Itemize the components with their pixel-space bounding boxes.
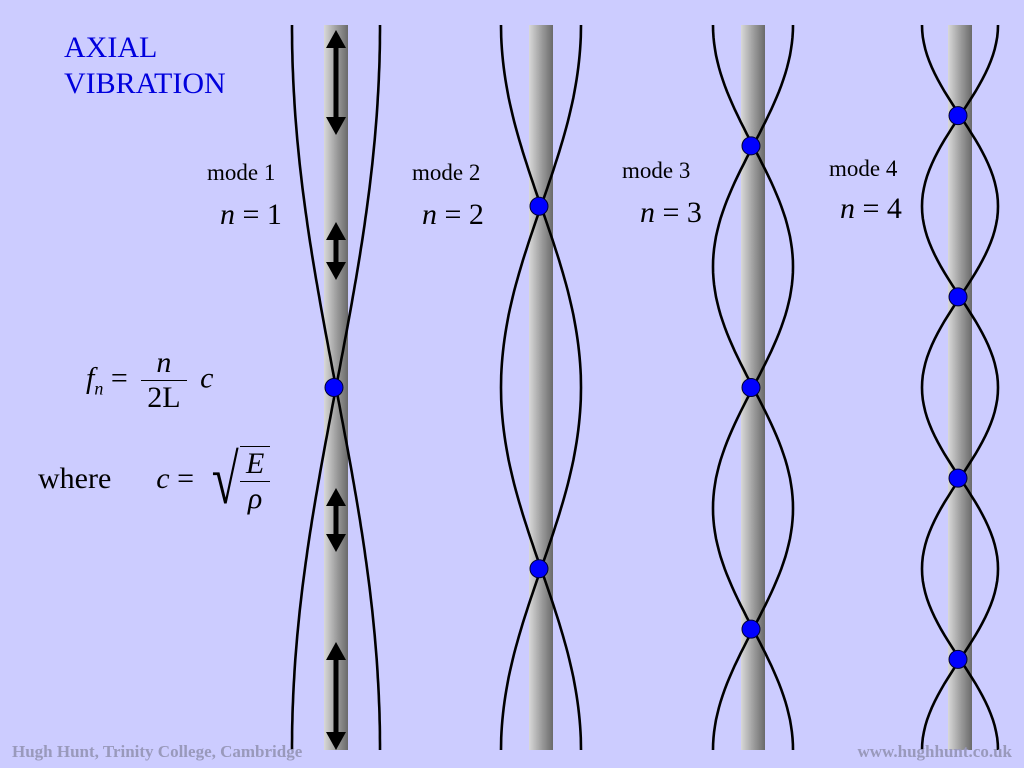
arrow-head-down-4 xyxy=(326,732,346,750)
mode-3-n-value: = 3 xyxy=(655,196,702,229)
formula-numerator: n xyxy=(141,346,187,381)
formula-fraction: n 2L xyxy=(141,346,187,415)
mode-2-n-value: = 2 xyxy=(437,198,484,231)
arrow-head-up-4 xyxy=(326,642,346,660)
mode-2-envelope-left xyxy=(499,24,583,751)
formula-equals: = xyxy=(103,361,128,395)
rod-mode-4 xyxy=(948,25,972,750)
arrow-head-down-1 xyxy=(326,117,346,135)
mode-4-node-1 xyxy=(948,106,968,126)
mode-1-node-1 xyxy=(324,378,344,397)
double-headed-arrow-icon xyxy=(326,488,346,552)
mode-3-label: mode 3 xyxy=(622,158,691,183)
mode-4-n-value: = 4 xyxy=(855,192,902,225)
formula-denominator: 2L xyxy=(147,381,181,414)
mode-2-n: n = 2 xyxy=(422,198,484,232)
mode-4-envelope-right xyxy=(920,24,1000,751)
arrow-head-up-3 xyxy=(326,488,346,506)
arrow-head-up-1 xyxy=(326,30,346,48)
frequency-formula: fn = n 2L c xyxy=(86,346,213,415)
mode-4-envelope-left xyxy=(920,24,1000,751)
mode-3-n: n = 3 xyxy=(640,196,702,230)
rod-mode-2 xyxy=(529,25,553,750)
mode-2-node-1 xyxy=(529,196,549,216)
footer-url: www.hughhunt.co.uk xyxy=(857,742,1013,761)
mode-3-node-3 xyxy=(741,619,761,639)
arrow-head-down-2 xyxy=(326,262,346,280)
double-headed-arrow-icon xyxy=(326,642,346,750)
arrow-head-up-2 xyxy=(326,222,346,240)
sqrt-sign-icon: √ xyxy=(211,442,239,519)
mode-2-envelope-right xyxy=(499,24,583,751)
footer-credit: Hugh Hunt, Trinity College, Cambridge xyxy=(12,742,303,761)
double-headed-arrow-icon xyxy=(326,30,346,135)
formula-f-symbol: f xyxy=(86,361,95,395)
mode-1-label: mode 1 xyxy=(207,160,276,185)
mode-1-n-value: = 1 xyxy=(235,198,282,231)
sqrt-fraction: E ρ xyxy=(239,446,271,516)
arrow-head-down-3 xyxy=(326,534,346,552)
title-line-1: AXIAL xyxy=(64,31,158,64)
mode-2-n-symbol: n xyxy=(422,198,437,231)
title-line-2: VIBRATION xyxy=(64,67,226,100)
sqrt-denominator: ρ xyxy=(247,482,263,515)
mode-1-n: n = 1 xyxy=(220,198,282,232)
mode-3-n-symbol: n xyxy=(640,196,655,229)
mode-4-n-symbol: n xyxy=(840,192,855,225)
mode-1-n-symbol: n xyxy=(220,198,235,231)
where-word: where xyxy=(38,461,112,495)
where-equals: = xyxy=(169,461,195,495)
mode-3-node-1 xyxy=(741,136,761,156)
sqrt-numerator: E xyxy=(239,447,271,482)
double-headed-arrow-icon xyxy=(326,222,346,280)
square-root: √ E ρ xyxy=(206,446,277,516)
where-c-symbol: c xyxy=(156,461,170,495)
mode-4-node-2 xyxy=(948,287,968,307)
mode-2-label: mode 2 xyxy=(412,160,481,185)
formula-c-factor: c xyxy=(200,361,214,395)
page-title: AXIAL VIBRATION xyxy=(64,30,226,102)
mode-4-label: mode 4 xyxy=(829,156,898,181)
mode-4-node-3 xyxy=(948,468,968,488)
mode-4-n: n = 4 xyxy=(840,192,902,226)
wave-speed-definition: where c = √ E ρ xyxy=(38,446,276,516)
formula-subscript: n xyxy=(94,378,104,399)
mode-2-node-2 xyxy=(529,559,549,579)
mode-4-node-4 xyxy=(948,649,968,669)
mode-3-node-2 xyxy=(741,378,761,397)
